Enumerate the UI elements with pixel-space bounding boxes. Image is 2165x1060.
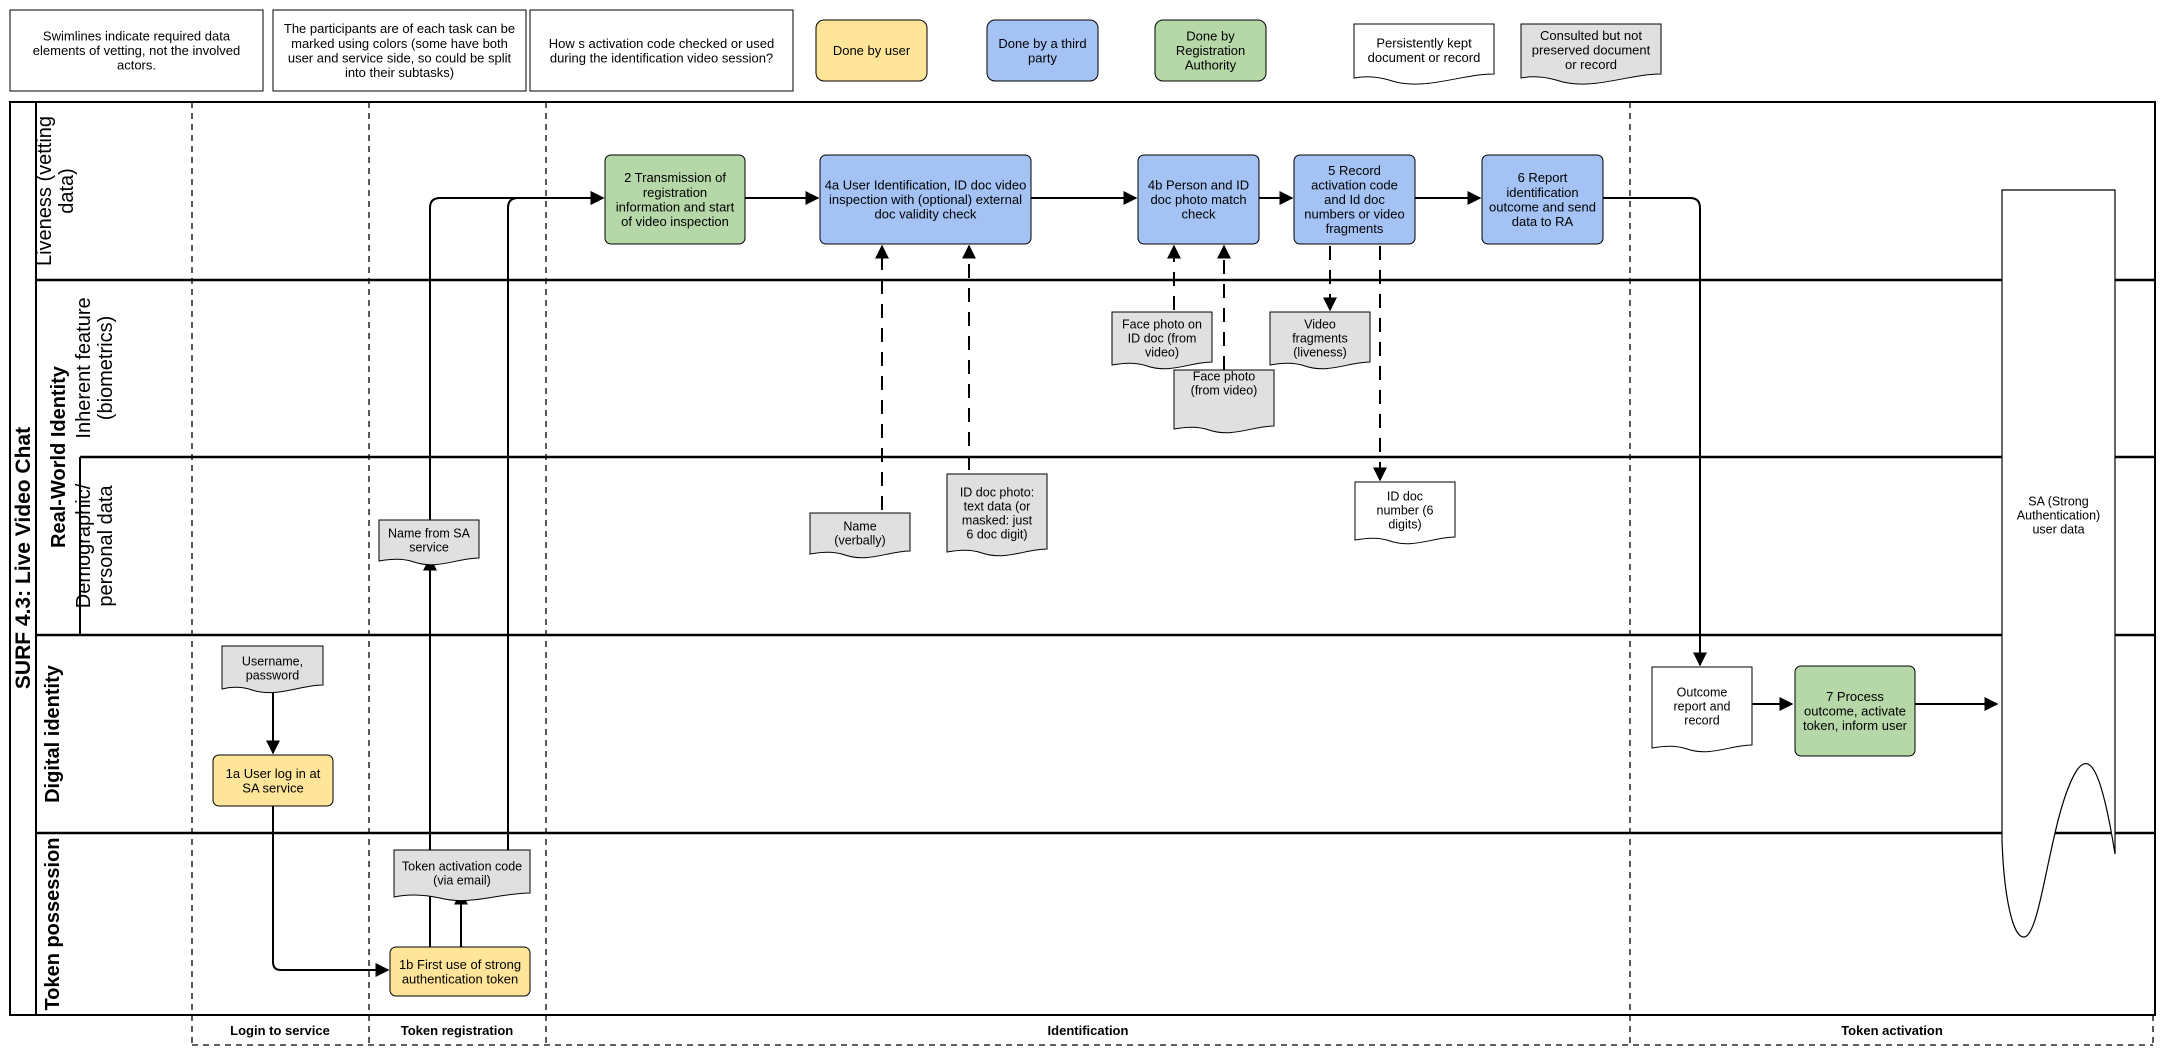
- lane-digital-label: Digital identity: [42, 664, 64, 803]
- doc-name-verbal-text: Name(verbally): [834, 519, 885, 547]
- data-links: [875, 244, 1387, 510]
- phase-login: Login to service: [230, 1023, 330, 1038]
- phase-token-registration: Token registration: [401, 1023, 514, 1038]
- doc-token-code-text: Token activation code(via email): [402, 859, 522, 887]
- doc-face-video[interactable]: Face photo(from video): [1173, 369, 1275, 434]
- lane-liveness-label: Liveness (vettingdata): [34, 116, 78, 266]
- note-participants-text: The participants are of each task can be…: [284, 21, 515, 80]
- lane-demographic-label: Demographic/personal data: [73, 483, 117, 608]
- pool: [9, 101, 2156, 1016]
- legend-user: Done by user: [815, 19, 928, 82]
- phase-separators: [191, 102, 2154, 1046]
- doc-name-verbal[interactable]: Name(verbally): [809, 512, 911, 559]
- lane-real-world-label: Real-World Identity: [48, 365, 70, 548]
- pool-title: SURF 4.3: Live Video Chat: [12, 427, 35, 689]
- doc-username-text: Username,password: [242, 654, 303, 682]
- legend-user-text: Done by user: [833, 43, 911, 58]
- doc-face-video-text: Face photo(from video): [1191, 369, 1258, 397]
- lane-token-label: Token possession: [42, 837, 64, 1010]
- doc-username[interactable]: Username,password: [221, 645, 324, 694]
- lane-inherent-label: Inherent feature(biometrics): [73, 297, 117, 438]
- phase-token-activation: Token activation: [1841, 1023, 1943, 1038]
- note-participants: The participants are of each task can be…: [272, 9, 527, 92]
- doc-token-code[interactable]: Token activation code(via email): [393, 849, 531, 902]
- phase-identification: Identification: [1048, 1023, 1129, 1038]
